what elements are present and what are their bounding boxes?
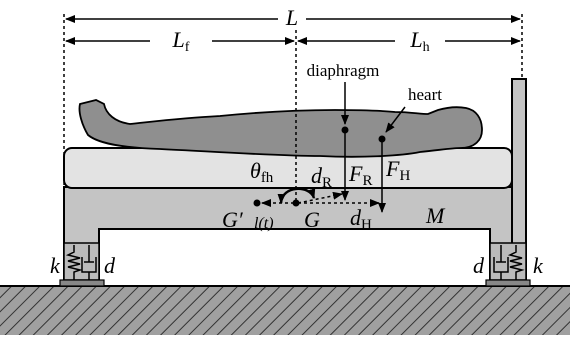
mass-label: M [425, 203, 446, 228]
bed-frame [63, 186, 513, 281]
g-label: G [304, 207, 320, 232]
damper-left-icon [81, 245, 97, 280]
spring-right-icon [507, 245, 525, 280]
spring-right-label: k [533, 253, 544, 278]
dimension-total-label: L [285, 5, 298, 30]
spring-left-label: k [50, 253, 61, 278]
diaphragm-label: diaphragm [307, 61, 380, 80]
g-point [292, 199, 300, 207]
base-plate-left [59, 279, 105, 287]
theta-label: θfh [250, 158, 274, 186]
distance-h-label: dH [350, 205, 372, 233]
dimension-head-label: Lh [409, 27, 429, 55]
theta-arc [277, 187, 316, 204]
ground [0, 286, 570, 335]
force-h-label: FH [385, 156, 410, 184]
damper-right-icon [493, 245, 509, 280]
heart-label: heart [408, 85, 442, 104]
force-r-label: FR [348, 161, 372, 189]
distance-r-label: dR [311, 163, 332, 191]
dimension-front-label: Lf [172, 27, 190, 55]
damper-right-label: d [473, 253, 485, 278]
spring-left-icon [65, 245, 83, 280]
damper-left-label: d [104, 253, 116, 278]
g-prime-point [253, 199, 261, 207]
patient-body [78, 99, 483, 158]
base-plate-right [485, 279, 531, 287]
heart-pointer [385, 106, 406, 133]
g-prime-label: G′ [222, 207, 244, 232]
displacement-label: l(t) [254, 215, 274, 232]
